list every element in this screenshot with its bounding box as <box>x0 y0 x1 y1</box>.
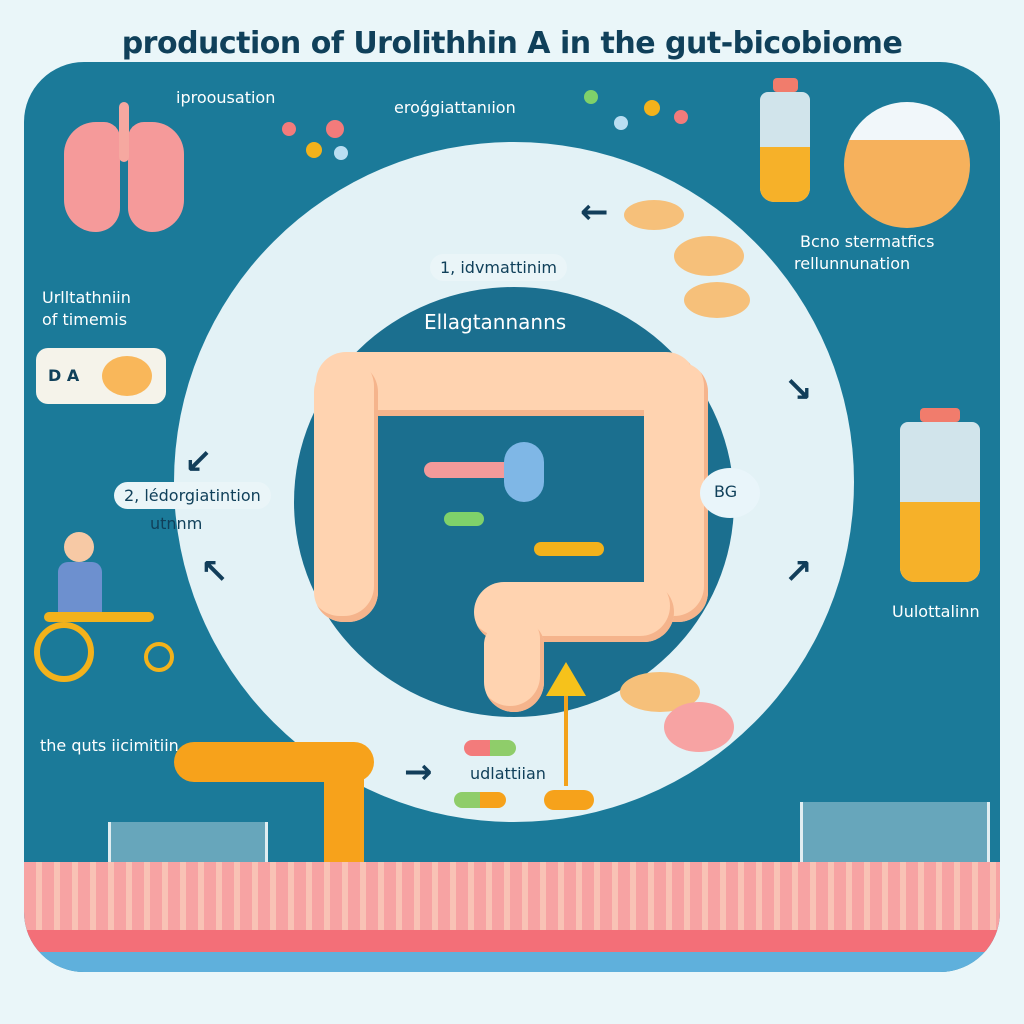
person-wheelchair-icon <box>34 532 184 682</box>
ellagitannin-disc <box>684 282 750 318</box>
bacteria-icon <box>424 462 514 478</box>
warning-post <box>564 696 568 786</box>
lungs-icon <box>64 102 184 252</box>
bottle-icon <box>760 78 810 202</box>
arrow-icon: ↘ <box>784 370 813 410</box>
arrow-icon: → <box>404 752 433 792</box>
b6-label: BG <box>714 482 738 501</box>
b6-bubble: BG <box>700 468 760 518</box>
capsule-icon <box>544 790 594 810</box>
label-right-lower: Uulottalinn <box>892 602 980 621</box>
step2-line2: utnnm <box>150 514 203 533</box>
gut-lining <box>24 862 1000 932</box>
label-top-middle: eroǵgiattanıion <box>394 98 516 117</box>
label-left-upper-1: Urlltathniin <box>42 288 131 307</box>
warning-sign-icon <box>546 662 586 696</box>
da-label: D A <box>48 366 80 385</box>
da-box: D A <box>36 348 166 404</box>
label-right-upper-2: rellunnunation <box>794 254 911 273</box>
label-bottom-center: udlattiian <box>470 764 546 783</box>
arrow-icon: ← <box>580 192 609 232</box>
center-label: Ellagtannanns <box>424 310 567 334</box>
capsule-icon <box>464 740 516 756</box>
arrow-icon: ↖ <box>200 552 229 592</box>
molecule-icon <box>282 102 362 162</box>
diagram-panel: iproousation eroǵgiattanıion Bcno sterma… <box>24 62 1000 972</box>
step2-line1: 2, lédorgiatintion <box>124 486 261 505</box>
bacteria-icon <box>534 542 604 556</box>
step2-label: 2, lédorgiatintion <box>114 482 271 509</box>
arrow-icon: ↗ <box>784 552 813 592</box>
arrow-icon: ↙ <box>184 442 213 482</box>
gut-lining-blood <box>24 952 1000 972</box>
ellagitannin-disc <box>624 200 684 230</box>
molecule-icon <box>584 80 704 140</box>
bacteria-icon <box>444 512 484 526</box>
label-bottom-left: the quts iicimitiin <box>40 736 179 755</box>
bottle-icon <box>900 408 980 582</box>
bacteria-icon <box>504 442 544 502</box>
ellagitannin-disc <box>664 702 734 752</box>
label-left-upper-2: of timemis <box>42 310 128 329</box>
tissue-circle-image <box>844 102 970 228</box>
capsule-icon <box>454 792 506 808</box>
page-title: production of Urolithhin A in the gut-bi… <box>121 26 903 61</box>
gut-lining-base <box>24 930 1000 952</box>
step1-label: 1, idvmattinim <box>430 254 567 281</box>
ellagitannin-disc <box>674 236 744 276</box>
label-top-left: iproousation <box>176 88 276 107</box>
label-right-upper-1: Bcno stermatfics <box>800 232 935 251</box>
